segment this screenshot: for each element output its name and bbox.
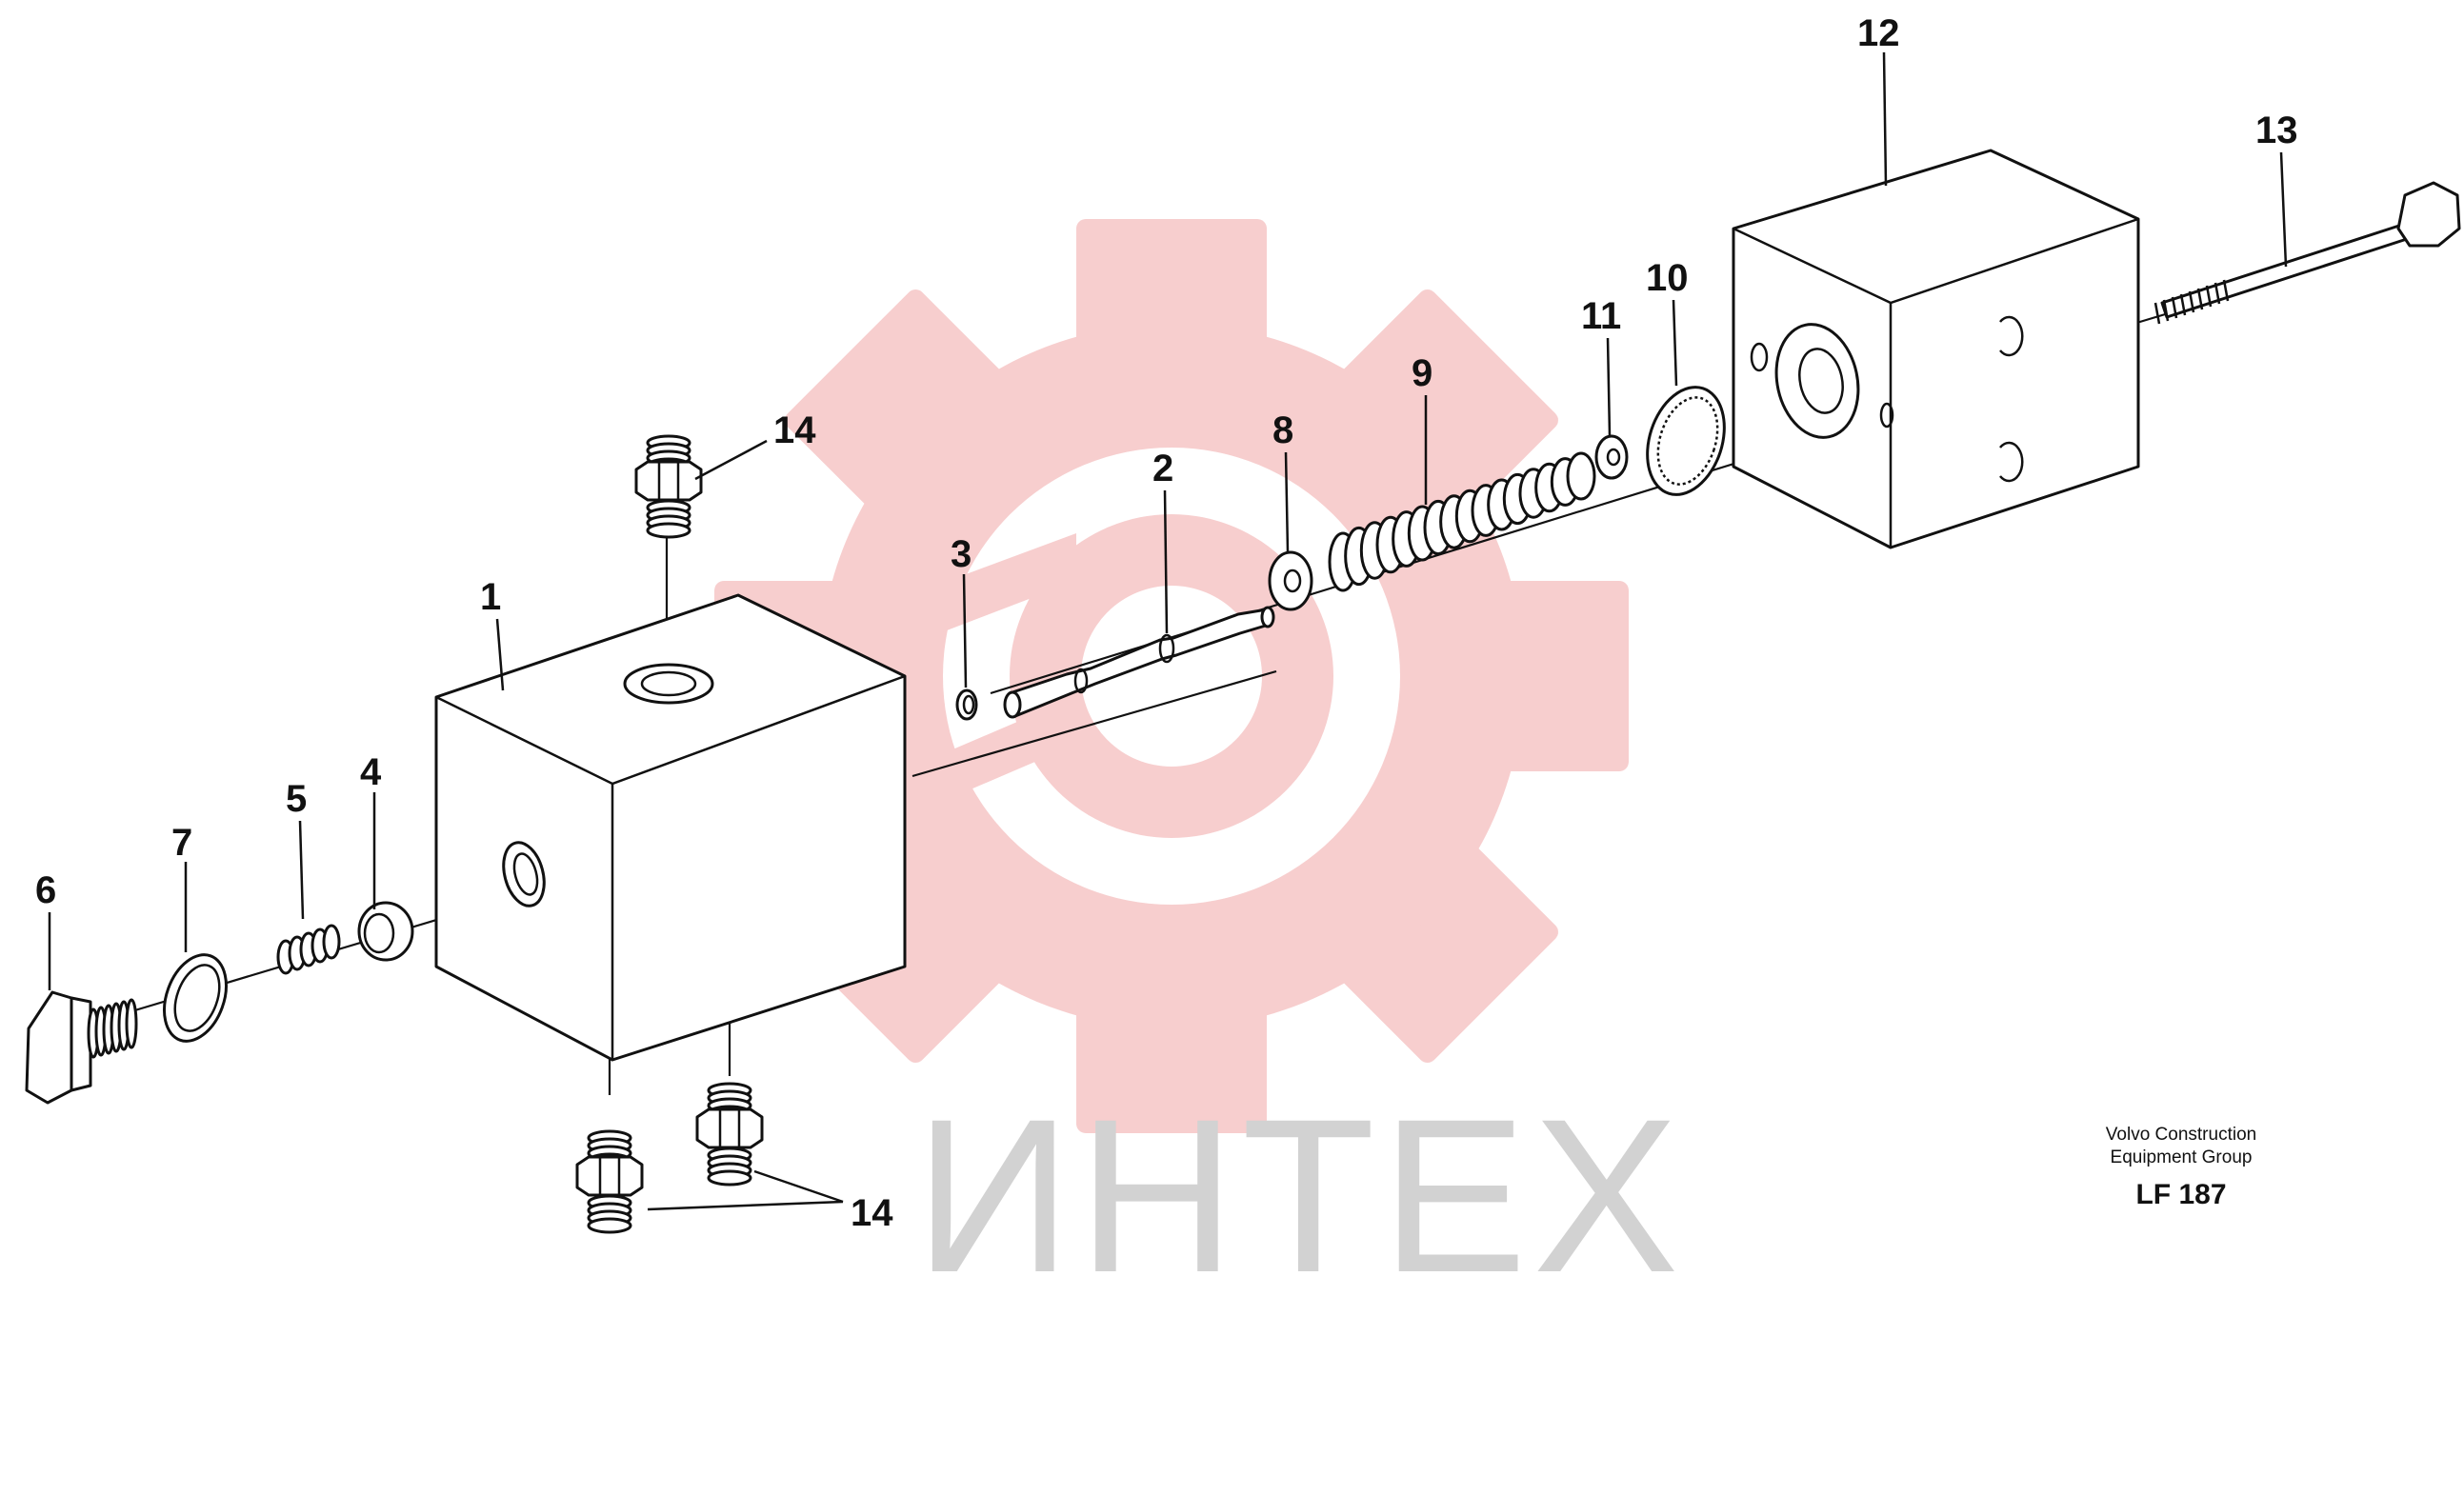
nipple-part-14-bottom-right [695,1082,764,1187]
spring-part-5 [276,924,341,975]
washer-part-8 [1268,550,1313,611]
callout-12: 12 [1857,12,1900,54]
credit-block: Volvo Construction Equipment Group LF 18… [2057,1124,2305,1211]
o-ring-part-7 [163,953,228,1043]
thread-ring [587,1217,632,1234]
callout-labels: 1 2 3 4 5 6 7 8 9 10 11 12 13 14 14 [35,12,2298,1234]
callout-2: 2 [1152,448,1173,489]
callout-14-bottom: 14 [851,1192,893,1234]
watermark-gear-logo [714,219,1629,1133]
thread-line [2171,296,2178,319]
hex-nut [575,1155,644,1197]
thread-line [2162,299,2170,322]
leader-lines [48,51,2288,1211]
o-ring-part-3 [955,688,978,721]
spring-part-9 [1328,451,1596,592]
nipple-part-14-top [634,434,703,539]
thread-line [2214,282,2221,305]
seat-part-4 [357,901,414,962]
callout-1: 1 [480,576,501,618]
callout-11: 11 [1581,295,1621,337]
bolt-part-13 [2153,181,2461,325]
callout-13: 13 [2255,110,2298,151]
callout-4: 4 [360,751,382,793]
drawing-code: LF 187 [2135,1179,2227,1210]
watermark-text: ИНТЕХ [914,1073,1685,1318]
thread-ring [646,522,691,539]
spring-coil [1566,451,1596,501]
thread-line [2205,285,2213,308]
callout-6: 6 [35,869,56,911]
callout-5: 5 [286,778,307,820]
spring-coil [322,924,341,960]
spool-part-2 [1003,606,1275,719]
end-cover-block-part-12 [1732,149,2140,549]
thread-ring [125,998,138,1049]
credit-line-2: Equipment Group [2110,1147,2253,1167]
thread-line [2188,290,2195,313]
thread-ring [707,1169,752,1187]
callout-7: 7 [171,822,192,864]
callout-8: 8 [1272,409,1293,451]
thread-line [2222,279,2230,302]
callout-10: 10 [1646,257,1689,299]
hex-nut [634,460,703,502]
nipple-part-14-bottom-left [575,1129,644,1234]
callout-9: 9 [1412,352,1432,394]
thread-line [2179,293,2187,316]
callout-3: 3 [951,533,972,575]
credit-line-1: Volvo Construction [2105,1125,2257,1145]
plug-part-6 [25,990,138,1105]
hex-nut [695,1107,764,1149]
washer-part-11 [1594,434,1629,480]
callout-14-top: 14 [773,409,816,451]
thread-line [2153,302,2161,325]
thread-line [2196,288,2204,310]
valve-block-part-1 [434,593,907,1062]
seal-ring-part-10 [1646,386,1726,496]
